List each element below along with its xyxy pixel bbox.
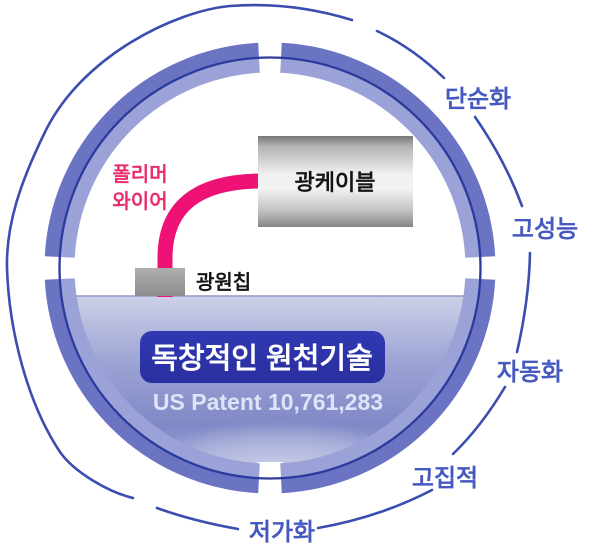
sketch-arc-right-upper <box>473 115 524 208</box>
patent-number: US Patent 10,761,283 <box>153 389 383 415</box>
ring-band-inner <box>59 57 481 479</box>
ring-label-high-performance: 고성능 <box>512 216 578 243</box>
optical-cable-label: 광케이블 <box>295 170 376 195</box>
ring-label-high-integration: 고집적 <box>412 465 478 492</box>
ring-label-cost-reduction: 저가화 <box>249 519 315 546</box>
sketch-arc-top-right <box>375 29 446 80</box>
light-source-chip <box>135 268 185 296</box>
ring-centerline <box>58 56 482 480</box>
sketch-arc-bottom-left <box>155 506 240 531</box>
sketch-arc-left-sweep <box>5 3 354 500</box>
sketch-arc-right-lower <box>451 385 507 456</box>
sketch-arc-right <box>515 251 532 354</box>
sketch-arc-bottom-right <box>316 488 434 530</box>
polymer-wire-label-line1: 폴리머 <box>112 163 167 186</box>
ring-label-automation: 자동화 <box>497 359 563 386</box>
outer-sketch-arcs <box>5 3 532 531</box>
banner-title: 독창적인 원천기술 <box>151 342 373 375</box>
polymer-wire <box>157 173 263 297</box>
optical-cable-box <box>258 136 413 227</box>
ring-label-simplification: 단순화 <box>445 86 511 113</box>
ring-band-outer <box>44 42 496 494</box>
light-source-chip-label: 광원칩 <box>196 271 251 294</box>
polymer-wire-label-line2: 와이어 <box>112 190 167 213</box>
patent-banner <box>140 331 385 383</box>
